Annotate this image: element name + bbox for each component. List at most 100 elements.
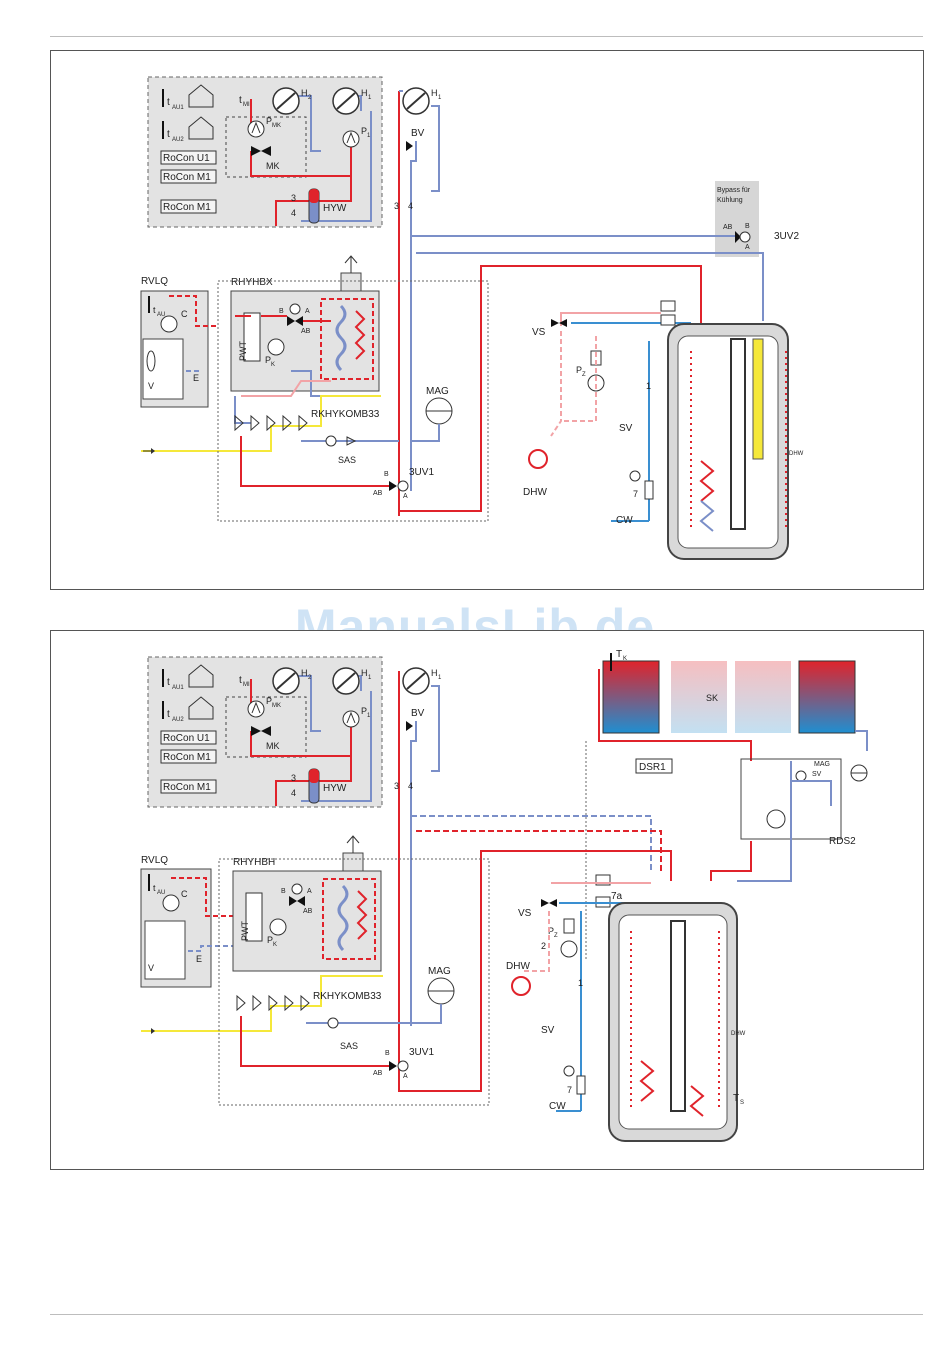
svg-text:E: E (193, 373, 199, 383)
svg-text:V: V (148, 963, 154, 973)
svg-text:1: 1 (367, 713, 371, 719)
svg-text:MK: MK (266, 741, 280, 751)
svg-text:H: H (431, 668, 438, 678)
svg-text:AU2: AU2 (172, 717, 184, 723)
svg-text:P: P (266, 116, 272, 126)
svg-text:RKHYKOMB33: RKHYKOMB33 (311, 409, 380, 420)
svg-text:A: A (403, 493, 408, 500)
svg-text:SAS: SAS (340, 1041, 358, 1051)
controller-1: RoCon U1 (163, 153, 210, 164)
controller-3: RoCon M1 (163, 782, 211, 793)
svg-text:V: V (148, 381, 154, 391)
svg-text:BV: BV (411, 708, 425, 719)
svg-text:2: 2 (308, 675, 312, 681)
controller-2: RoCon M1 (163, 172, 211, 183)
svg-text:K: K (273, 942, 277, 948)
svg-text:DSR1: DSR1 (639, 762, 666, 773)
svg-text:AU2: AU2 (172, 137, 184, 143)
svg-text:VS: VS (518, 908, 532, 919)
svg-text:3UV2: 3UV2 (774, 231, 799, 242)
svg-text:4: 4 (408, 201, 413, 211)
svg-text:MAG: MAG (814, 761, 830, 768)
svg-text:CW: CW (616, 515, 633, 526)
svg-text:AU: AU (157, 890, 165, 896)
svg-text:1: 1 (438, 95, 442, 101)
svg-text:7a: 7a (611, 891, 623, 902)
svg-text:PWT: PWT (238, 341, 248, 361)
svg-text:MI: MI (243, 682, 250, 688)
svg-text:7: 7 (633, 489, 638, 499)
diagram-top-frame: t AU1 t AU2 RoCon U1 RoCon M1 RoCon M1 H… (50, 50, 924, 590)
svg-text:H: H (361, 668, 368, 678)
svg-text:H: H (361, 88, 368, 98)
svg-text:A: A (305, 308, 310, 315)
svg-text:2: 2 (541, 941, 546, 951)
outdoor-sensor-2: t AU2 (162, 116, 214, 143)
svg-text:P: P (266, 696, 272, 706)
svg-text:t: t (167, 97, 170, 108)
svg-text:SV: SV (541, 1025, 555, 1036)
svg-text:MK: MK (266, 161, 280, 171)
svg-text:AU1: AU1 (172, 685, 184, 691)
outdoor-sensor-1: t AU1 (162, 84, 214, 111)
solar-collectors: SK T K (598, 649, 868, 761)
svg-text:RVLQ: RVLQ (141, 855, 168, 866)
svg-text:AU1: AU1 (172, 105, 184, 111)
svg-text:P: P (361, 126, 367, 136)
controller-1: RoCon U1 (163, 733, 210, 744)
svg-text:B: B (384, 471, 389, 478)
service-valves (234, 414, 308, 432)
svg-text:3: 3 (394, 201, 399, 211)
svg-text:3: 3 (291, 773, 296, 783)
svg-text:t: t (153, 883, 156, 893)
controller-3: RoCon M1 (163, 202, 211, 213)
svg-text:Z: Z (582, 372, 586, 378)
svg-text:t: t (167, 129, 170, 140)
svg-text:AB: AB (373, 1070, 383, 1077)
bottom-rule (50, 1314, 923, 1315)
svg-text:AB: AB (723, 224, 733, 231)
svg-text:3: 3 (291, 193, 296, 203)
svg-text:P: P (265, 355, 271, 365)
svg-text:DHW: DHW (789, 451, 804, 457)
svg-text:S: S (740, 1100, 744, 1106)
svg-text:Z: Z (554, 933, 558, 939)
svg-text:3: 3 (394, 781, 399, 791)
svg-text:MI: MI (243, 102, 250, 108)
svg-text:AB: AB (373, 490, 383, 497)
diagram-bottom: t AU1 t AU2 RoCon U1 RoCon M1 RoCon M1 H… (140, 649, 868, 1142)
svg-text:4: 4 (408, 781, 413, 791)
svg-text:AB: AB (301, 328, 311, 335)
svg-text:P: P (267, 935, 273, 945)
svg-text:4: 4 (291, 208, 296, 218)
svg-text:3UV1: 3UV1 (409, 1047, 434, 1058)
svg-text:BV: BV (411, 128, 425, 139)
svg-text:HYW: HYW (323, 203, 347, 214)
diagram-top: t AU1 t AU2 RoCon U1 RoCon M1 RoCon M1 H… (140, 76, 804, 560)
svg-text:SK: SK (706, 693, 718, 703)
svg-text:4: 4 (291, 788, 296, 798)
svg-text:SV: SV (812, 771, 822, 778)
svg-text:MAG: MAG (426, 386, 449, 397)
svg-text:C: C (181, 309, 188, 319)
svg-text:VS: VS (532, 327, 546, 338)
svg-text:K: K (271, 362, 275, 368)
svg-text:1: 1 (438, 675, 442, 681)
svg-text:RVLQ: RVLQ (141, 276, 168, 287)
svg-text:T: T (616, 649, 622, 660)
svg-text:A: A (403, 1073, 408, 1080)
svg-text:2: 2 (308, 95, 312, 101)
svg-text:P: P (548, 926, 554, 936)
svg-text:MK: MK (272, 123, 281, 129)
svg-text:7: 7 (567, 1085, 572, 1095)
svg-text:H: H (431, 88, 438, 98)
tank-heat-exchanger (690, 351, 787, 532)
svg-text:1: 1 (368, 675, 372, 681)
svg-text:1: 1 (367, 133, 371, 139)
svg-text:A: A (745, 244, 750, 251)
svg-text:RKHYKOMB33: RKHYKOMB33 (313, 991, 382, 1002)
svg-text:t: t (239, 95, 242, 106)
svg-text:SAS: SAS (338, 455, 356, 465)
svg-text:AB: AB (303, 908, 313, 915)
svg-text:B: B (745, 223, 750, 230)
